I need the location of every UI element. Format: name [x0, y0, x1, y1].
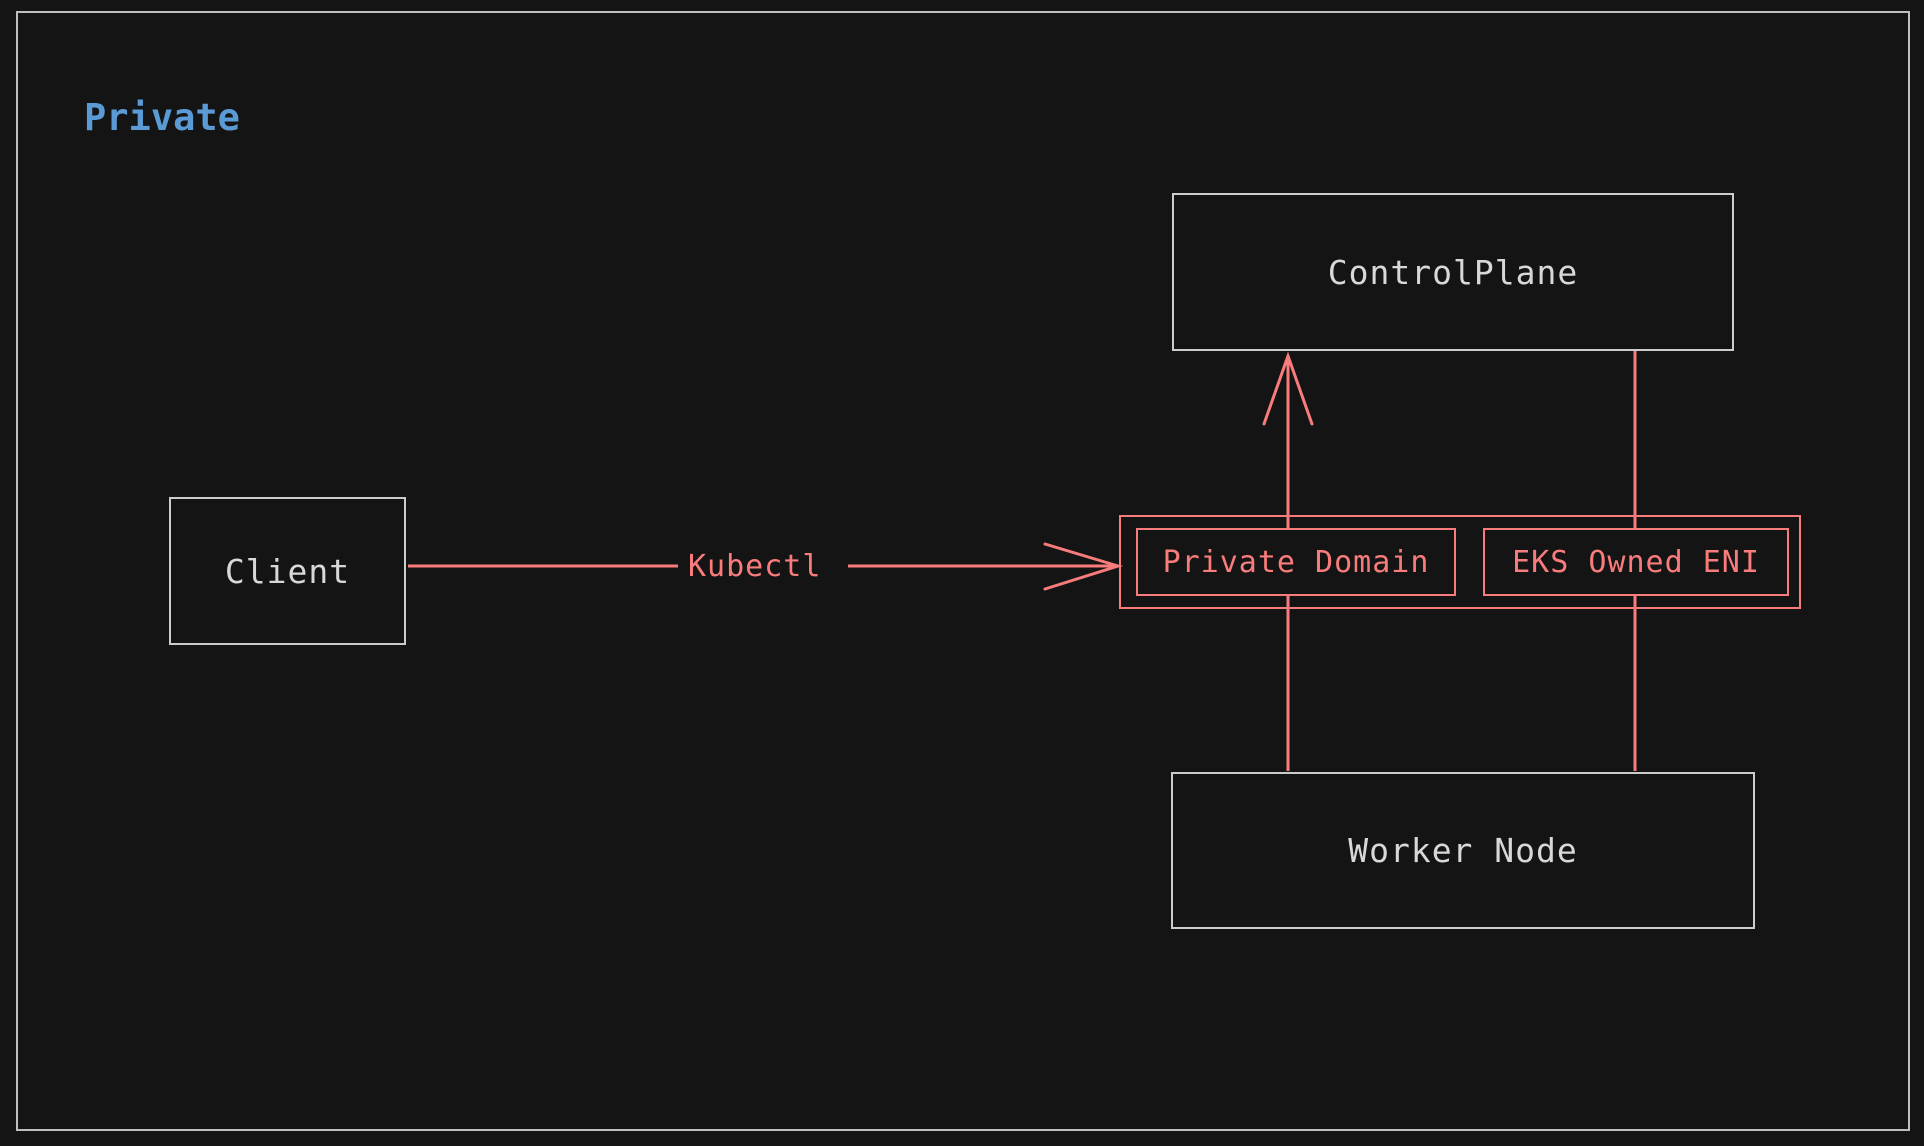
node-private-domain[interactable]: Private Domain [1136, 528, 1456, 596]
node-controlplane-label: ControlPlane [1327, 252, 1579, 292]
node-client[interactable]: Client [169, 497, 406, 645]
node-private-domain-label: Private Domain [1162, 544, 1430, 580]
node-eks-owned-eni[interactable]: EKS Owned ENI [1483, 528, 1789, 596]
node-controlplane[interactable]: ControlPlane [1172, 193, 1734, 351]
arrowhead-up-icon [1262, 351, 1314, 426]
arrowhead-right-icon [1043, 542, 1124, 591]
edge-label-kubectl: Kubectl [688, 549, 822, 584]
node-worker-node-label: Worker Node [1348, 831, 1578, 870]
node-client-label: Client [224, 551, 351, 591]
diagram-title: Private [84, 96, 240, 139]
group-eks-boundary [1119, 515, 1801, 609]
node-worker-node[interactable]: Worker Node [1171, 772, 1755, 929]
node-eks-owned-eni-label: EKS Owned ENI [1512, 544, 1760, 580]
